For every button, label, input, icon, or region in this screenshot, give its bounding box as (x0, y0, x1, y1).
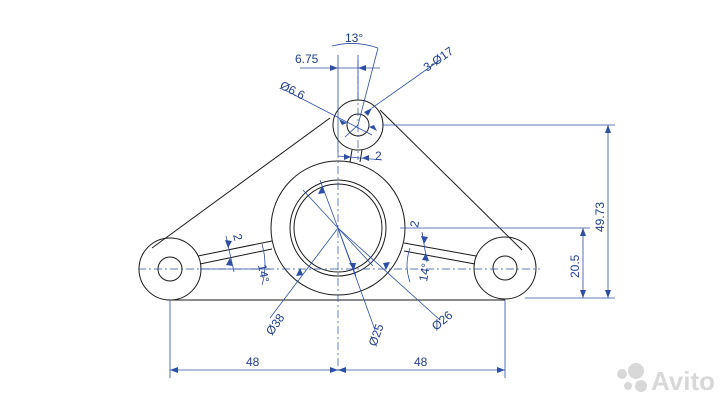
dimension-labels: 13° 6.75 3-Ø17 Ø6.6 2 2 2 14° 14° 49.73 … (230, 31, 607, 369)
dim-dia-38: Ø38 (263, 311, 288, 338)
dim-span-left: 48 (246, 355, 260, 369)
part-outline (138, 99, 537, 301)
dim-offset: 6.75 (295, 52, 319, 66)
dim-angle-right: 14° (416, 262, 433, 282)
avito-watermark: Avito (617, 363, 715, 396)
dim-dia-25: Ø25 (366, 322, 387, 348)
watermark-text: Avito (651, 366, 715, 396)
dim-height-mid: 20.5 (568, 254, 582, 278)
dim-span-right: 48 (414, 355, 428, 369)
dim-rib-left: 2 (230, 232, 245, 242)
dim-angle-left: 14° (255, 263, 272, 283)
dim-height-total: 49.73 (593, 202, 607, 232)
dim-rib-right: 2 (407, 219, 422, 228)
right-boss-hole (492, 255, 518, 281)
central-boss-bore (289, 179, 387, 277)
dim-rib-top: 2 (375, 149, 382, 163)
right-boss-outer (473, 236, 537, 300)
center-lines (138, 60, 540, 372)
dimension-lines (169, 43, 615, 378)
dim-angle-top: 13° (345, 31, 363, 45)
dim-holes: 3-Ø17 (421, 44, 457, 75)
dim-dia-26: Ø26 (429, 308, 456, 334)
